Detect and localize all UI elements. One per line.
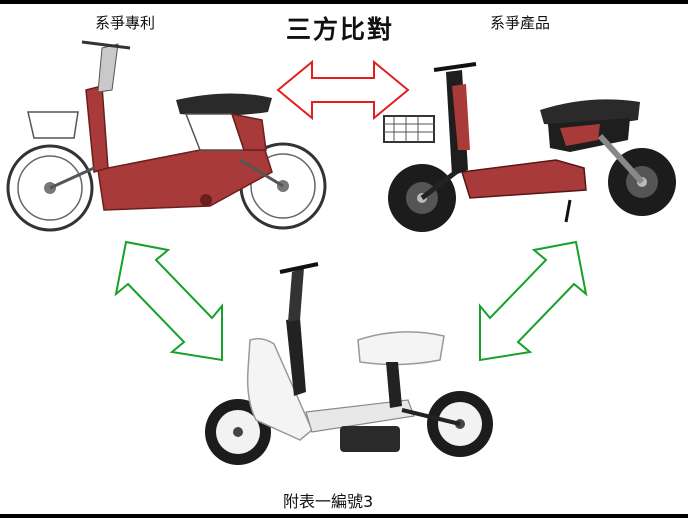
product-label: 系爭產品	[490, 14, 551, 32]
product-scooter-photo	[383, 62, 676, 232]
green-double-arrow-left	[114, 240, 223, 362]
exhibit-caption: 附表一編號3	[283, 492, 374, 511]
red-double-arrow	[276, 59, 410, 121]
comparison-title: 三方比對	[286, 15, 395, 44]
reference-scooter-photo	[205, 262, 493, 465]
green-double-arrow-right	[479, 240, 588, 362]
patent-scooter-drawing	[6, 40, 327, 232]
patent-label: 系爭專利	[95, 14, 156, 32]
